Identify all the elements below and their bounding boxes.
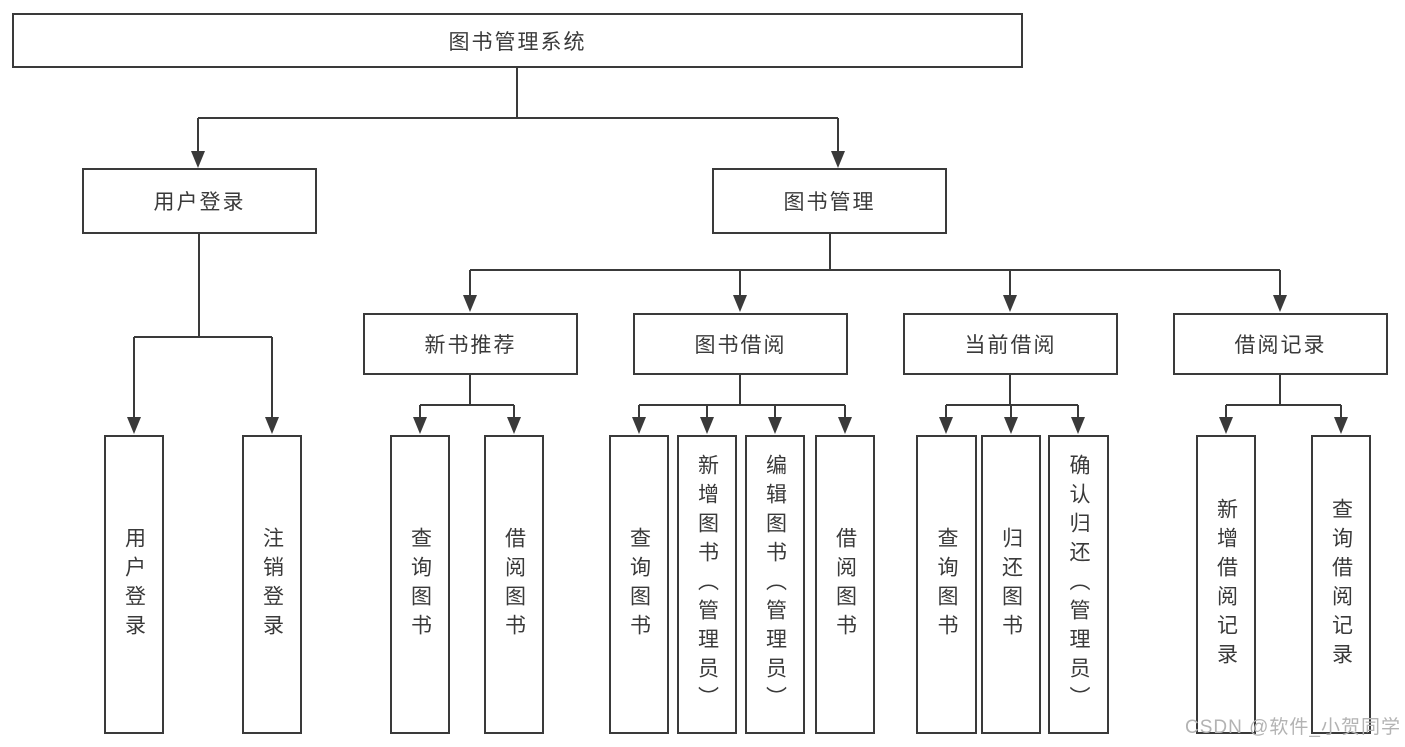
node-library-system: 图书管理系统 [12, 13, 1023, 68]
node-label: 借阅图书 [502, 526, 526, 643]
node-borrow-books-recommend: 借阅图书 [484, 435, 544, 734]
node-label: 用户登录 [122, 526, 146, 643]
watermark: CSDN @软件_小贺同学 [1185, 717, 1401, 738]
node-add-book-admin: 新增图书（管理员） [677, 435, 737, 734]
node-label: 编辑图书（管理员） [763, 454, 787, 715]
node-query-books-recommend: 查询图书 [390, 435, 450, 734]
node-borrow-books: 借阅图书 [815, 435, 875, 734]
node-current-borrow: 当前借阅 [903, 313, 1118, 375]
node-borrow-records: 借阅记录 [1173, 313, 1388, 375]
node-label: 确认归还（管理员） [1067, 454, 1090, 715]
node-book-management: 图书管理 [712, 168, 947, 234]
node-confirm-return-admin: 确认归还（管理员） [1048, 435, 1109, 734]
node-return-book: 归还图书 [981, 435, 1041, 734]
node-logout: 注销登录 [242, 435, 302, 734]
node-label: 查询借阅记录 [1329, 497, 1353, 672]
node-query-borrow-record: 查询借阅记录 [1311, 435, 1371, 734]
node-user-login-action: 用户登录 [104, 435, 164, 734]
node-user-login: 用户登录 [82, 168, 317, 234]
node-label: 查询图书 [408, 526, 432, 643]
node-label: 新增借阅记录 [1214, 497, 1238, 672]
node-label: 借阅图书 [833, 526, 857, 643]
node-label: 归还图书 [999, 526, 1023, 643]
node-label: 注销登录 [260, 526, 284, 643]
node-query-books-borrow: 查询图书 [609, 435, 669, 734]
node-book-borrow: 图书借阅 [633, 313, 848, 375]
node-label: 查询图书 [627, 526, 651, 643]
node-edit-book-admin: 编辑图书（管理员） [745, 435, 805, 734]
arrowheads [127, 151, 1348, 434]
node-label: 查询图书 [935, 526, 958, 643]
node-query-books-current: 查询图书 [916, 435, 977, 734]
node-new-book-recommend: 新书推荐 [363, 313, 578, 375]
node-add-borrow-record: 新增借阅记录 [1196, 435, 1256, 734]
node-label: 新增图书（管理员） [695, 454, 719, 715]
tree-edges [133, 68, 1342, 419]
